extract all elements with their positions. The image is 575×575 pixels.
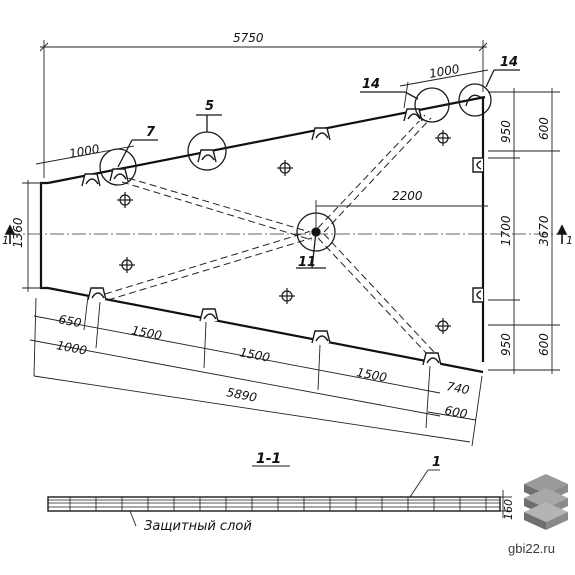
insert-top-2 [109, 168, 129, 182]
right-inserts [472, 157, 483, 303]
cut-mark-left-label: 1 [2, 234, 9, 247]
protective-layer-note: Защитный слой [144, 519, 252, 534]
callout-14b-circle [458, 83, 492, 117]
plate-left-edge [39, 181, 48, 290]
top-inserts [81, 108, 423, 187]
callout-14a-circle [414, 87, 450, 123]
dim-1700: 1700 [499, 215, 513, 246]
insert-bottom-3 [311, 330, 331, 344]
insert-top-3 [197, 149, 217, 163]
insert-bottom-1 [87, 287, 107, 301]
insert-top-1 [81, 173, 101, 187]
cut-mark-right-label: 1 [566, 234, 573, 247]
insert-top-5 [403, 108, 423, 122]
anchor-6 [435, 318, 451, 334]
mark-14-a: 14 [362, 77, 380, 92]
dim-2200: 2200 [392, 189, 423, 203]
dim-950-top: 950 [499, 120, 513, 143]
section-slab [47, 496, 501, 512]
watermark: gbi22.ru [508, 474, 568, 556]
cut-marks [4, 224, 568, 244]
insert-bottom-4 [422, 352, 442, 366]
plate-bottom-edge [47, 286, 484, 374]
insert-right-1 [472, 157, 483, 173]
callout-14b-hook [465, 94, 483, 107]
callouts [99, 69, 520, 269]
dim-950-bottom: 950 [499, 333, 513, 356]
anchor-4 [119, 257, 135, 273]
insert-bottom-2 [199, 308, 219, 322]
anchor-1 [117, 192, 133, 208]
tie-lines [104, 114, 435, 356]
mark-14-b: 14 [500, 55, 518, 70]
dim-5750: 5750 [233, 31, 264, 45]
dim-5890: 5890 [225, 385, 258, 405]
insert-top-4 [311, 127, 331, 141]
labels: 5750 1000 1000 1360 600 950 1700 3670 95… [2, 31, 573, 534]
dim-1500-b: 1500 [238, 345, 271, 365]
dimension-lines [22, 40, 560, 447]
dim-1500-a: 1500 [130, 323, 163, 343]
dim-600-bottom-edge: 600 [443, 403, 469, 421]
anchor-5 [279, 288, 295, 304]
dim-600-top: 600 [537, 117, 551, 140]
dim-1000-top-left: 1000 [68, 142, 101, 161]
anchor-marks [117, 130, 451, 334]
dim-740: 740 [445, 379, 471, 397]
dim-3670: 3670 [537, 215, 551, 246]
mark-7: 7 [146, 125, 156, 140]
dim-1000-top-right: 1000 [428, 62, 461, 81]
section-ticks [69, 497, 487, 511]
dim-600-bottom: 600 [537, 333, 551, 356]
mark-1: 1 [432, 455, 441, 470]
watermark-text: gbi22.ru [508, 541, 555, 556]
mark-5: 5 [205, 99, 214, 114]
section-1-1 [47, 465, 512, 527]
dim-1000-bottom: 1000 [55, 338, 88, 358]
anchor-2 [277, 160, 293, 176]
mark-11: 11 [298, 255, 316, 270]
plate-outline [39, 95, 486, 374]
anchor-3 [435, 130, 451, 146]
insert-right-2 [472, 287, 483, 303]
dim-650: 650 [57, 312, 83, 330]
dim-1500-c: 1500 [355, 365, 388, 385]
dim-160: 160 [502, 499, 515, 520]
section-title: 1-1 [256, 451, 281, 467]
watermark-logo [524, 474, 568, 530]
bottom-inserts [87, 287, 442, 366]
dim-1360: 1360 [11, 217, 25, 248]
